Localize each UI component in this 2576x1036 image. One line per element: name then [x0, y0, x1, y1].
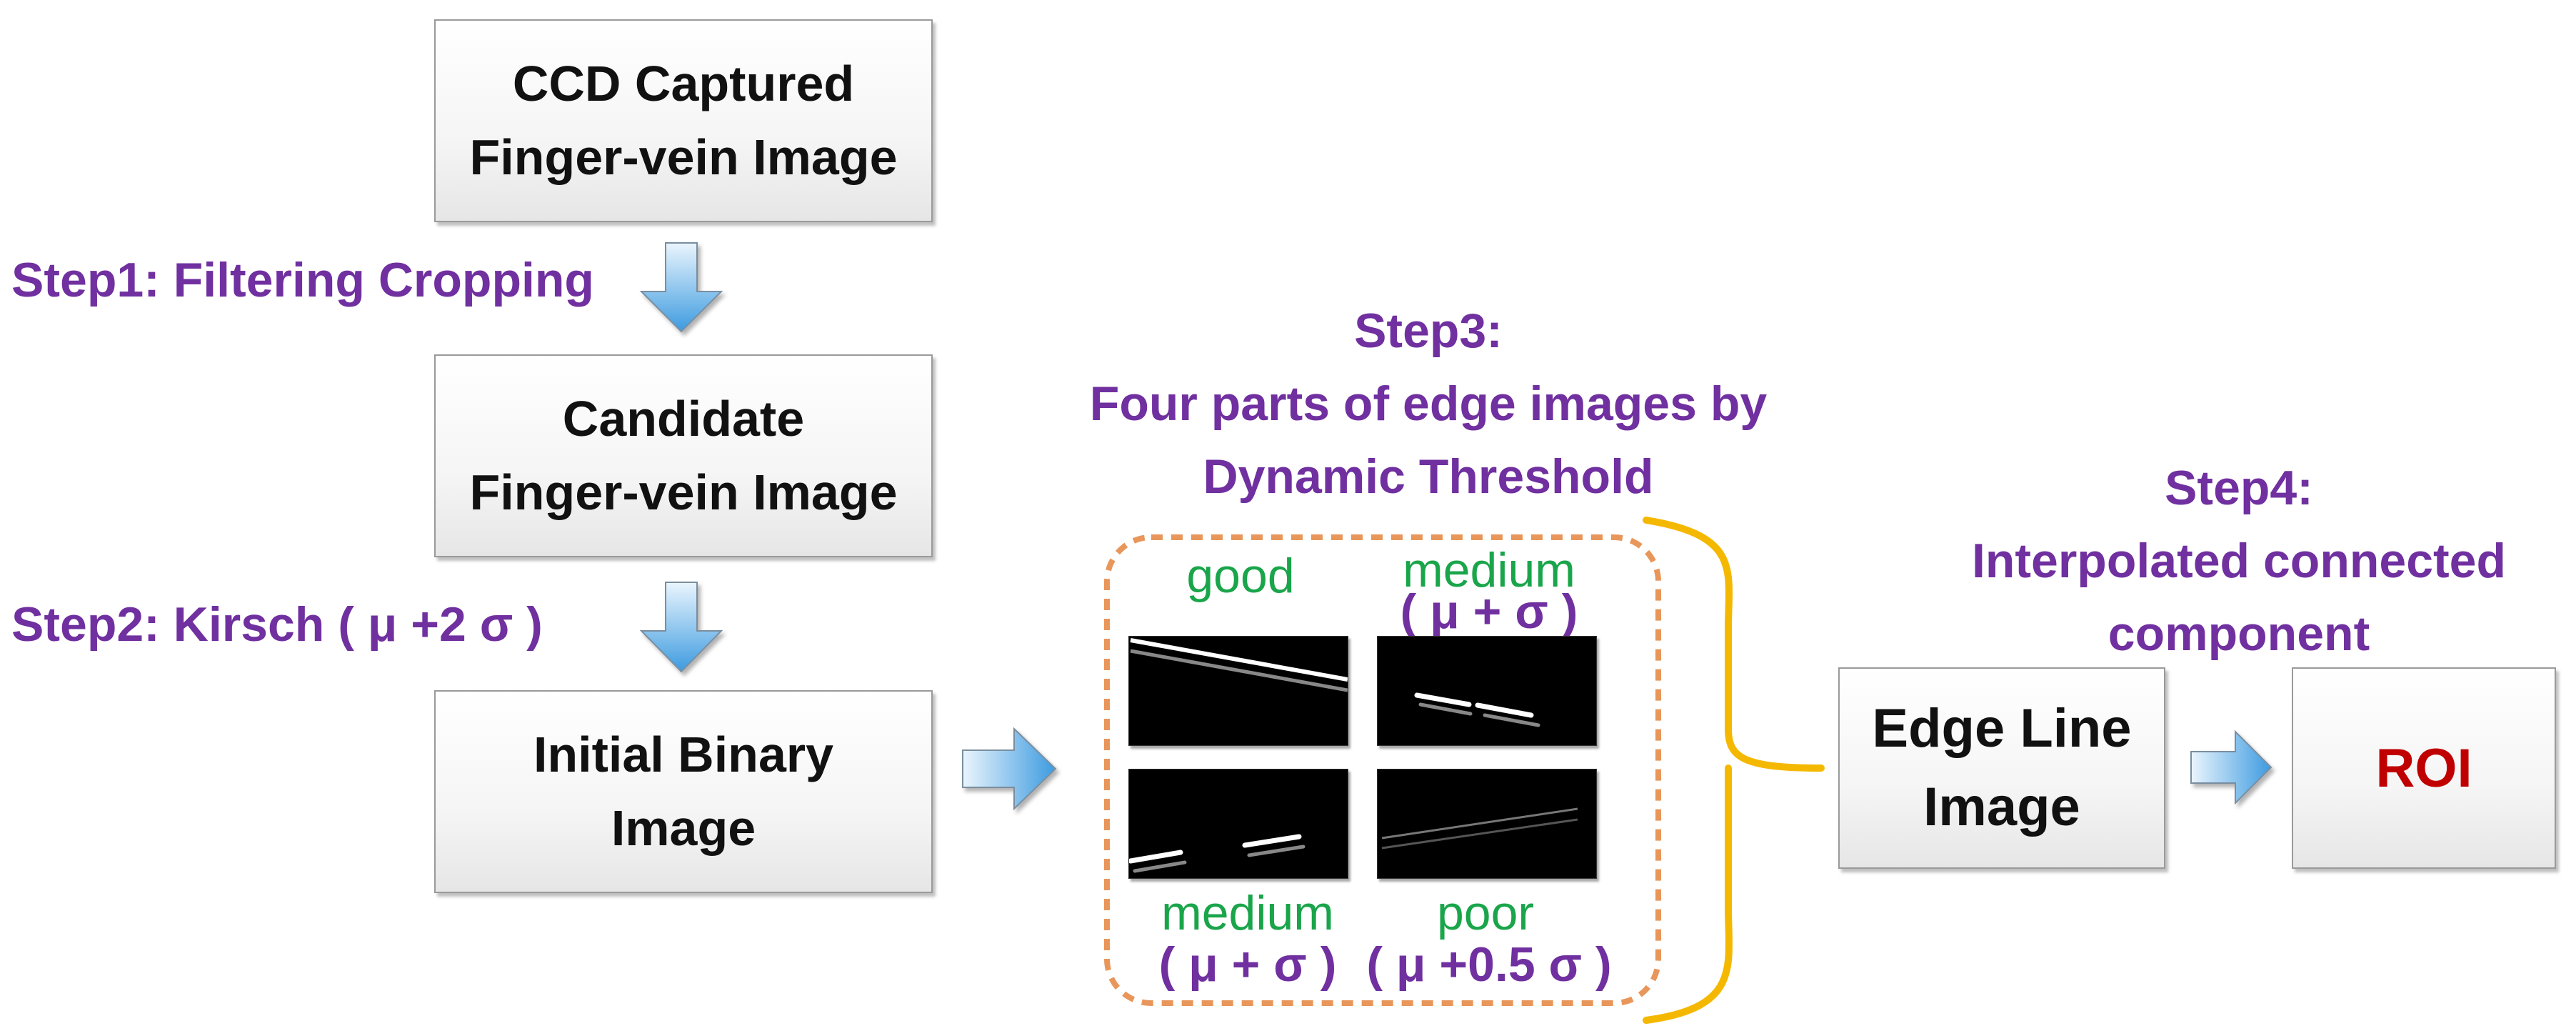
- step4-line1: Step4:: [2165, 461, 2313, 515]
- edge-lines-top-right: [1414, 692, 1540, 727]
- step1-label: Step1: Filtering Cropping: [11, 253, 594, 307]
- down-arrow-2: [639, 582, 723, 673]
- step4-line2: Interpolated connected: [1971, 534, 2507, 588]
- right-arrow-2: [2190, 729, 2272, 805]
- step4-line3: component: [2108, 607, 2370, 661]
- edge-image-top-left: [1128, 636, 1348, 746]
- quadrant-frame: [1104, 534, 1661, 1006]
- edge-lines-top-left: [1130, 638, 1348, 692]
- edge-lines-bottom-right: [1381, 807, 1578, 850]
- right-arrow-1: [962, 727, 1057, 811]
- step3-line3: Dynamic Threshold: [1203, 449, 1654, 504]
- ccd-box-line2: Finger-vein Image: [469, 129, 898, 185]
- candidate-box-line2: Finger-vein Image: [469, 464, 898, 520]
- quality-bottom-right: poor: [1436, 886, 1535, 940]
- bracket: [1643, 517, 1825, 1024]
- edge-image-top-right: [1377, 636, 1597, 746]
- initial-box-line1: Initial Binary: [533, 727, 834, 782]
- edge-image-bottom-left: [1128, 769, 1348, 879]
- initial-binary-box: Initial Binary Image: [434, 690, 933, 893]
- down-arrow-1: [639, 242, 723, 333]
- threshold-bottom-left: ( μ + σ ): [1158, 937, 1337, 992]
- candidate-box-line1: Candidate: [562, 391, 805, 447]
- step4-label: Step4: Interpolated connected component: [1900, 452, 2576, 670]
- step2-label: Step2: Kirsch ( μ +2 σ ): [11, 597, 543, 652]
- quality-top-left: good: [1186, 549, 1295, 603]
- initial-box-line2: Image: [611, 800, 756, 856]
- threshold-top-right: ( μ + σ ): [1400, 584, 1578, 639]
- ccd-captured-box: CCD Captured Finger-vein Image: [434, 19, 933, 222]
- step3-label: Step3: Four parts of edge images by Dyna…: [1028, 294, 1828, 513]
- edge-line-box-line1: Edge Line: [1872, 698, 2132, 759]
- ccd-box-line1: CCD Captured: [512, 56, 855, 111]
- edge-line-box-line2: Image: [1923, 777, 2080, 837]
- edge-image-bottom-right: [1377, 769, 1597, 879]
- candidate-box: Candidate Finger-vein Image: [434, 354, 933, 557]
- roi-box: ROI: [2292, 667, 2556, 869]
- roi-label: ROI: [2375, 737, 2472, 799]
- edge-line-box: Edge Line Image: [1838, 667, 2165, 869]
- quality-top-right: medium: [1403, 543, 1575, 597]
- quality-bottom-left: medium: [1161, 886, 1334, 940]
- step3-line1: Step3:: [1354, 304, 1503, 358]
- edge-lines-bottom-left: [1128, 834, 1305, 873]
- step3-line2: Four parts of edge images by: [1089, 377, 1768, 431]
- threshold-bottom-right: ( μ +0.5 σ ): [1366, 937, 1612, 992]
